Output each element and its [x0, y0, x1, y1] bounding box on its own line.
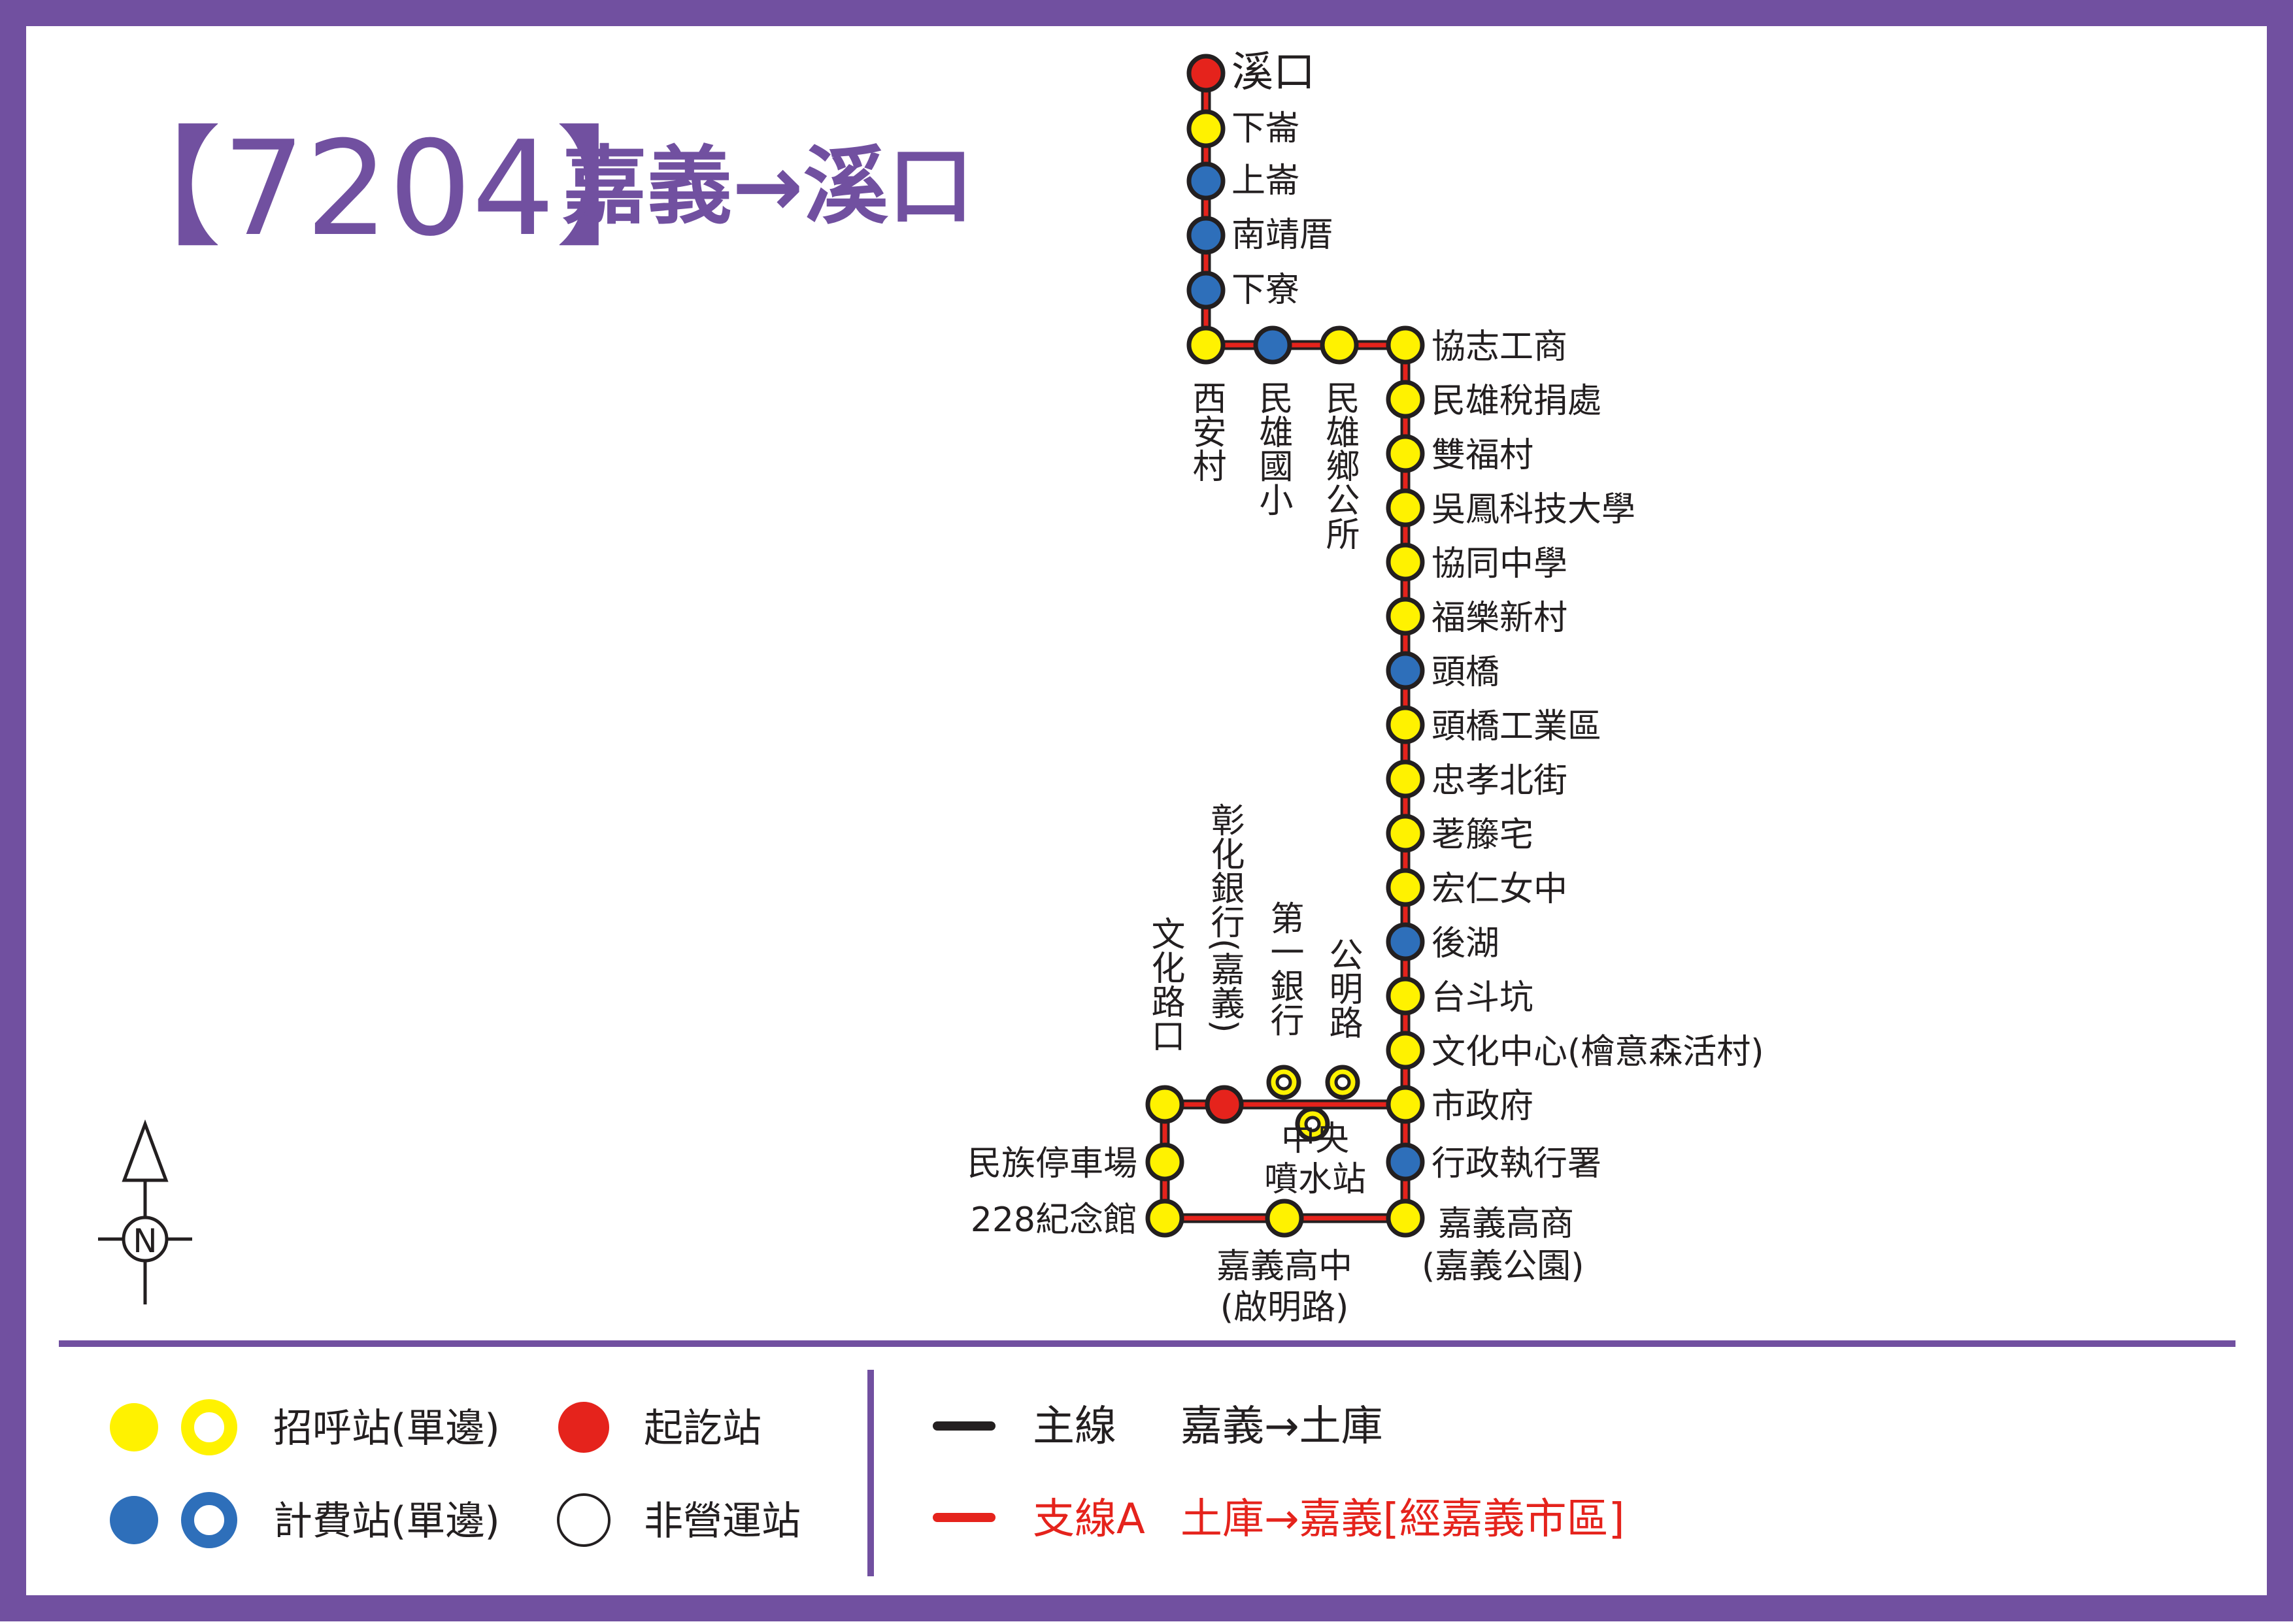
- legend-terminal-icon: [558, 1402, 609, 1453]
- stop-marker[interactable]: [1386, 488, 1425, 527]
- stop-label: 民雄稅捐處: [1431, 382, 1601, 421]
- legend-main-line-route: 嘉義→土庫: [1180, 1402, 1383, 1451]
- stop-label: 台斗坑: [1431, 978, 1533, 1018]
- stop-marker[interactable]: [1386, 705, 1425, 744]
- stop-label: 忠孝北街: [1431, 761, 1567, 801]
- stop-marker[interactable]: [1386, 325, 1425, 365]
- stop-marker[interactable]: [1186, 109, 1226, 148]
- route-direction: 嘉義→溪口: [562, 137, 973, 236]
- stop-label: 行政執行署: [1431, 1144, 1601, 1184]
- legend-main-line-label: 主線: [1033, 1402, 1116, 1451]
- stop-marker[interactable]: [1186, 271, 1226, 310]
- stop-labels: 溪口 下崙 上崙 南靖厝 下寮 西安村 民雄國小 民雄鄉公所 協志工商 民雄稅捐…: [967, 48, 1764, 1327]
- stop-marker[interactable]: [1186, 216, 1226, 255]
- stop-marker-ring-hole: [1275, 1074, 1292, 1091]
- compass: N: [98, 1119, 192, 1304]
- stop-label: 協同中學: [1431, 544, 1567, 584]
- stop-label: 荖籐宅: [1431, 816, 1533, 855]
- stop-label: 噴水站: [1264, 1160, 1366, 1199]
- stop-label: (嘉義公園): [1422, 1247, 1584, 1286]
- stop-marker-ring-hole: [1304, 1116, 1321, 1133]
- stop-marker[interactable]: [1186, 161, 1226, 201]
- compass-north-arrow-icon: [122, 1119, 169, 1182]
- stop-marker[interactable]: [1386, 868, 1425, 907]
- stop-label: 上崙: [1231, 161, 1299, 201]
- stop-label-vertical: 公明路: [1323, 937, 1362, 1039]
- compass-circle: [122, 1216, 169, 1263]
- stop-label: 頭橋: [1431, 653, 1499, 692]
- legend-hail-stop-icon: [110, 1403, 158, 1451]
- stop-label: 協志工商: [1431, 327, 1567, 367]
- stop-label: 宏仁女中: [1431, 870, 1567, 909]
- legend-non-operating-label: 非營運站: [644, 1499, 801, 1544]
- stop-label: 嘉義高中: [1216, 1247, 1352, 1286]
- stop-label: 雙福村: [1431, 436, 1533, 475]
- stop-label: 頭橋工業區: [1431, 707, 1601, 746]
- route-number: 【7204】: [92, 113, 686, 265]
- stop-label: 福樂新村: [1431, 599, 1567, 638]
- stop-marker[interactable]: [1386, 759, 1425, 799]
- stops: [1145, 54, 1425, 1238]
- stop-label: 民族停車場: [967, 1144, 1137, 1184]
- legend-non-operating-icon: [557, 1493, 611, 1547]
- legend-hail-stop-single-side-icon: [181, 1399, 237, 1455]
- stop-label: 下寮: [1231, 271, 1299, 310]
- stop-marker[interactable]: [1386, 597, 1425, 636]
- stop-marker[interactable]: [1386, 814, 1425, 853]
- stop-label-vertical: 彰化銀行(嘉義): [1205, 803, 1244, 1033]
- legend-branch-line-label: 支線A: [1033, 1495, 1145, 1544]
- stop-label-vertical: 民雄鄉公所: [1320, 380, 1359, 550]
- stop-label: 文化中心(檜意森活村): [1431, 1033, 1764, 1072]
- stop-marker[interactable]: [1386, 434, 1425, 473]
- stop-label: 嘉義高商: [1438, 1204, 1574, 1244]
- stop-label: 後湖: [1431, 924, 1499, 963]
- legend-branch-line-route: 土庫→嘉義[經嘉義市區]: [1180, 1495, 1625, 1544]
- legend-terminal-label: 起訖站: [644, 1406, 762, 1451]
- stop-label: 南靖厝: [1231, 216, 1333, 255]
- stop-label: 下崙: [1231, 109, 1299, 148]
- stop-label-vertical: 民雄國小: [1253, 380, 1292, 516]
- stop-marker[interactable]: [1386, 1031, 1425, 1070]
- stop-label-vertical: 文化路口: [1145, 916, 1184, 1052]
- compass-label: N: [133, 1222, 157, 1260]
- stop-marker[interactable]: [1145, 1085, 1184, 1124]
- stop-marker[interactable]: [1265, 1199, 1304, 1238]
- stop-label: 中央: [1281, 1119, 1349, 1159]
- stop-label-terminal: 溪口: [1231, 48, 1315, 97]
- stop-label: (啟明路): [1220, 1288, 1349, 1327]
- stop-label: 吳鳳科技大學: [1431, 490, 1635, 529]
- stop-label: 228紀念館: [971, 1201, 1137, 1240]
- legend-hail-stop-label: 招呼站(單邊): [273, 1406, 500, 1451]
- stop-marker-ring-hole: [1334, 1074, 1351, 1091]
- stop-marker[interactable]: [1320, 325, 1359, 365]
- legend: 招呼站(單邊) 計費站(單邊) 起訖站 非營運站 主線 嘉義→土庫 支線A 土庫…: [110, 1399, 1625, 1548]
- stop-label: 市政府: [1431, 1087, 1533, 1126]
- stop-marker[interactable]: [1386, 1199, 1425, 1238]
- stop-marker[interactable]: [1386, 380, 1425, 419]
- stop-marker[interactable]: [1386, 651, 1425, 690]
- stop-marker[interactable]: [1145, 1199, 1184, 1238]
- stop-label-vertical: 第一銀行: [1264, 901, 1303, 1036]
- legend-fare-stop-single-side-icon: [181, 1492, 237, 1548]
- stop-marker[interactable]: [1145, 1142, 1184, 1182]
- stop-marker[interactable]: [1386, 1142, 1425, 1182]
- legend-fare-stop-label: 計費站(單邊): [273, 1499, 500, 1544]
- legend-fare-stop-icon: [110, 1496, 158, 1544]
- stop-marker[interactable]: [1186, 54, 1226, 93]
- stop-marker[interactable]: [1386, 1085, 1425, 1124]
- stop-marker[interactable]: [1205, 1085, 1244, 1124]
- stop-marker[interactable]: [1186, 325, 1226, 365]
- stop-marker[interactable]: [1386, 976, 1425, 1016]
- stop-marker[interactable]: [1253, 325, 1292, 365]
- stop-marker[interactable]: [1386, 922, 1425, 961]
- stop-marker[interactable]: [1386, 542, 1425, 582]
- stop-label-vertical: 西安村: [1186, 380, 1226, 482]
